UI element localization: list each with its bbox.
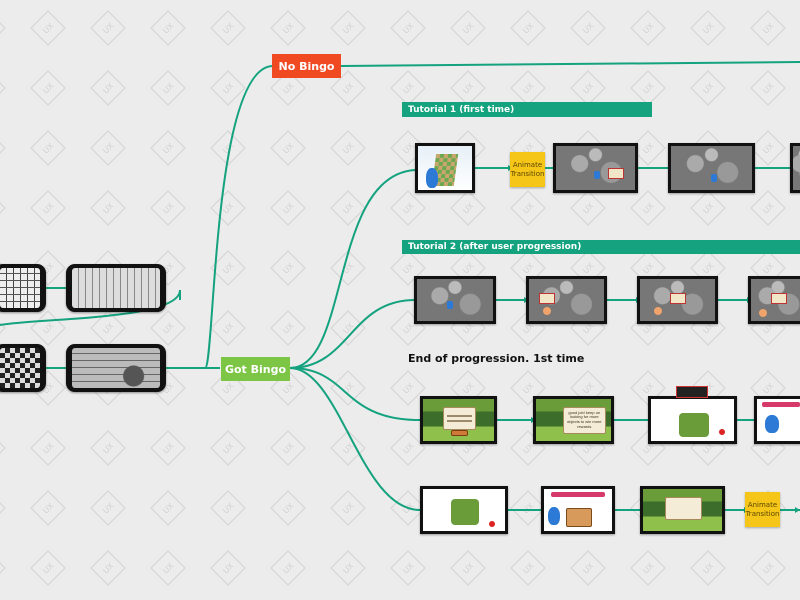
no-bingo-label: No Bingo [278, 59, 335, 73]
pig-mascot [536, 399, 548, 411]
tutorial-1-banner: Tutorial 1 (first time) [402, 102, 652, 117]
tutorial-2-screen-3[interactable] [637, 276, 718, 324]
bingo-card-screen[interactable] [0, 264, 46, 312]
pig-mascot [759, 309, 767, 317]
reward-card [665, 496, 702, 520]
header-tag [676, 386, 708, 398]
congratulations-ribbon [761, 401, 800, 408]
blue-cat-mascot [447, 301, 453, 309]
speech-bubble [539, 293, 555, 304]
connector [289, 169, 416, 369]
no-bingo-node[interactable]: No Bingo [272, 54, 341, 78]
reward-card [442, 406, 477, 430]
connector [289, 299, 416, 369]
tutorial-1-screen-1[interactable] [415, 143, 475, 193]
end-screen-4[interactable] [754, 396, 800, 444]
tutorial-1-screen-2[interactable] [553, 143, 638, 193]
bingo-grid [0, 348, 40, 388]
congratulations-ribbon [550, 491, 606, 498]
tutorial-2-label: Tutorial 2 (after user progression) [408, 242, 582, 252]
arrowhead [795, 507, 800, 513]
connector [289, 367, 421, 511]
tutorial-2-banner: Tutorial 2 (after user progression) [402, 240, 800, 254]
final-screen-1[interactable] [420, 486, 508, 534]
tutorial-2-screen-4[interactable] [748, 276, 800, 324]
connector [204, 65, 273, 369]
bingo-card-screen[interactable] [66, 344, 166, 392]
bingo-grid [72, 268, 160, 308]
bingo-grid [72, 348, 160, 388]
bingo-grid [0, 268, 40, 308]
tutorial-1-label: Tutorial 1 (first time) [408, 104, 515, 115]
blue-cat-mascot [594, 171, 600, 179]
pig-mascot [654, 307, 662, 315]
tree-stump [679, 413, 709, 437]
final-screen-2[interactable] [541, 486, 615, 534]
bingo-card-screen[interactable] [66, 264, 166, 312]
got-bingo-node[interactable]: Got Bingo [221, 357, 290, 381]
connector [289, 367, 421, 421]
blue-cat-mascot [711, 174, 717, 182]
bingo-card-screen[interactable] [0, 344, 46, 392]
pig-mascot [543, 307, 551, 315]
highlight-box [608, 168, 624, 179]
treasure-chest [565, 507, 593, 527]
got-bingo-label: Got Bingo [224, 362, 287, 376]
end-screen-3[interactable] [648, 396, 737, 444]
blue-cat-mascot [548, 507, 560, 525]
animate-transition-note: Animate Transition [745, 492, 780, 527]
reward-button [451, 430, 468, 437]
connector [340, 61, 800, 67]
blue-cat-mascot [426, 168, 438, 188]
end-screen-2[interactable]: good job! keep on looking for more objec… [533, 396, 614, 444]
animate-transition-note: Animate Transition [510, 152, 545, 187]
connector [0, 289, 181, 326]
apple-icon [719, 429, 725, 435]
end-screen-1[interactable] [420, 396, 497, 444]
speech-bubble [670, 293, 686, 304]
tutorial-2-screen-2[interactable] [526, 276, 607, 324]
pig-mascot [643, 489, 653, 499]
speech-text: good job! keep on looking for more objec… [567, 409, 602, 429]
tutorial-1-screen-4[interactable] [790, 143, 800, 193]
tutorial-2-screen-1[interactable] [414, 276, 496, 324]
tree-stump [451, 499, 479, 525]
speech-bubble [771, 293, 787, 304]
speech-card: good job! keep on looking for more objec… [563, 406, 606, 434]
end-progression-heading: End of progression. 1st time [408, 352, 585, 365]
blue-cat-mascot [765, 415, 779, 433]
apple-icon [489, 521, 495, 527]
final-screen-3[interactable] [640, 486, 725, 534]
tutorial-1-screen-3[interactable] [668, 143, 755, 193]
